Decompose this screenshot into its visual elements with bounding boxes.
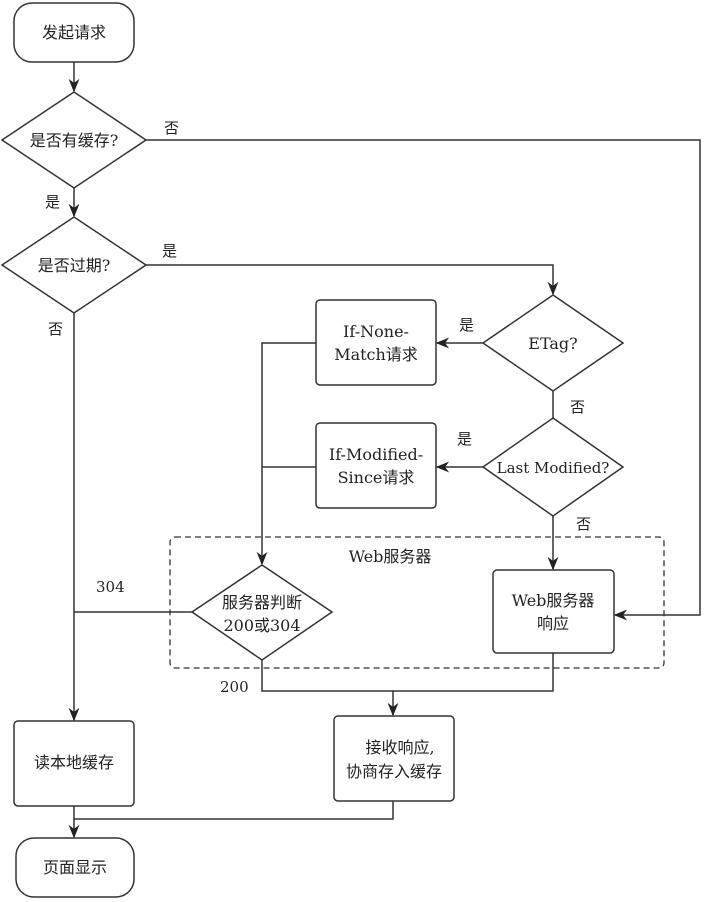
if-modified-since-line-2: Since请求 [338, 468, 415, 487]
if-modified-since-line-1: If-Modified- [329, 445, 423, 464]
last-modified-label: Last Modified? [497, 459, 610, 477]
etag-decision: ETag? [481, 294, 625, 392]
edge-receive-to-display [74, 801, 394, 820]
edge-if-none-match-to-judge [256, 342, 316, 566]
page-display-label: 页面显示 [43, 858, 107, 877]
expired-no-label: 否 [48, 320, 63, 338]
receive-line-2: 协商存入缓存 [346, 762, 442, 781]
server-response-line-1: Web服务器 [512, 591, 595, 610]
lm-yes-label: 是 [457, 430, 472, 448]
has-cache-label: 是否有缓存? [30, 131, 119, 150]
if-none-match-line-2: Match请求 [334, 345, 418, 364]
etag-label: ETag? [528, 334, 577, 353]
has-cache-decision: 是否有缓存? [0, 91, 148, 189]
receive-response-node: 接收响应, 协商存入缓存 [333, 715, 455, 802]
start-label: 发起请求 [42, 23, 106, 42]
edge-expired-yes [146, 264, 559, 296]
expired-decision: 是否过期? [0, 216, 148, 314]
edge-has-cache-no [146, 139, 701, 621]
edge-judge-200 [261, 653, 554, 692]
etag-yes-label: 是 [459, 316, 474, 334]
page-display-node: 页面显示 [15, 837, 135, 898]
start-node: 发起请求 [13, 2, 135, 63]
code-304-label: 304 [96, 578, 125, 596]
web-server-group-label: Web服务器 [349, 547, 432, 566]
expired-label: 是否过期? [38, 256, 111, 275]
if-none-match-node: If-None- Match请求 [315, 299, 437, 386]
server-response-node: Web服务器 响应 [492, 569, 615, 654]
etag-no-label: 否 [570, 398, 585, 416]
web-server-group [169, 536, 665, 669]
has-cache-yes-label: 是 [45, 193, 60, 211]
code-200-label: 200 [220, 678, 249, 696]
if-none-match-line-1: If-None- [343, 322, 409, 341]
lm-no-label: 否 [576, 515, 591, 533]
server-judge-line-1: 服务器判断 [222, 593, 302, 612]
read-local-label: 读本地缓存 [34, 753, 114, 772]
has-cache-no-label: 否 [164, 119, 179, 137]
server-judge-decision: 服务器判断 200或304 [190, 564, 334, 661]
server-judge-line-2: 200或304 [223, 616, 300, 635]
server-response-line-2: 响应 [537, 614, 569, 633]
last-modified-decision: Last Modified? [481, 417, 625, 517]
expired-yes-label: 是 [162, 242, 177, 260]
receive-line-1: 接收响应, [365, 738, 434, 757]
read-local-cache-node: 读本地缓存 [13, 720, 135, 807]
if-modified-since-node: If-Modified- Since请求 [315, 422, 437, 509]
